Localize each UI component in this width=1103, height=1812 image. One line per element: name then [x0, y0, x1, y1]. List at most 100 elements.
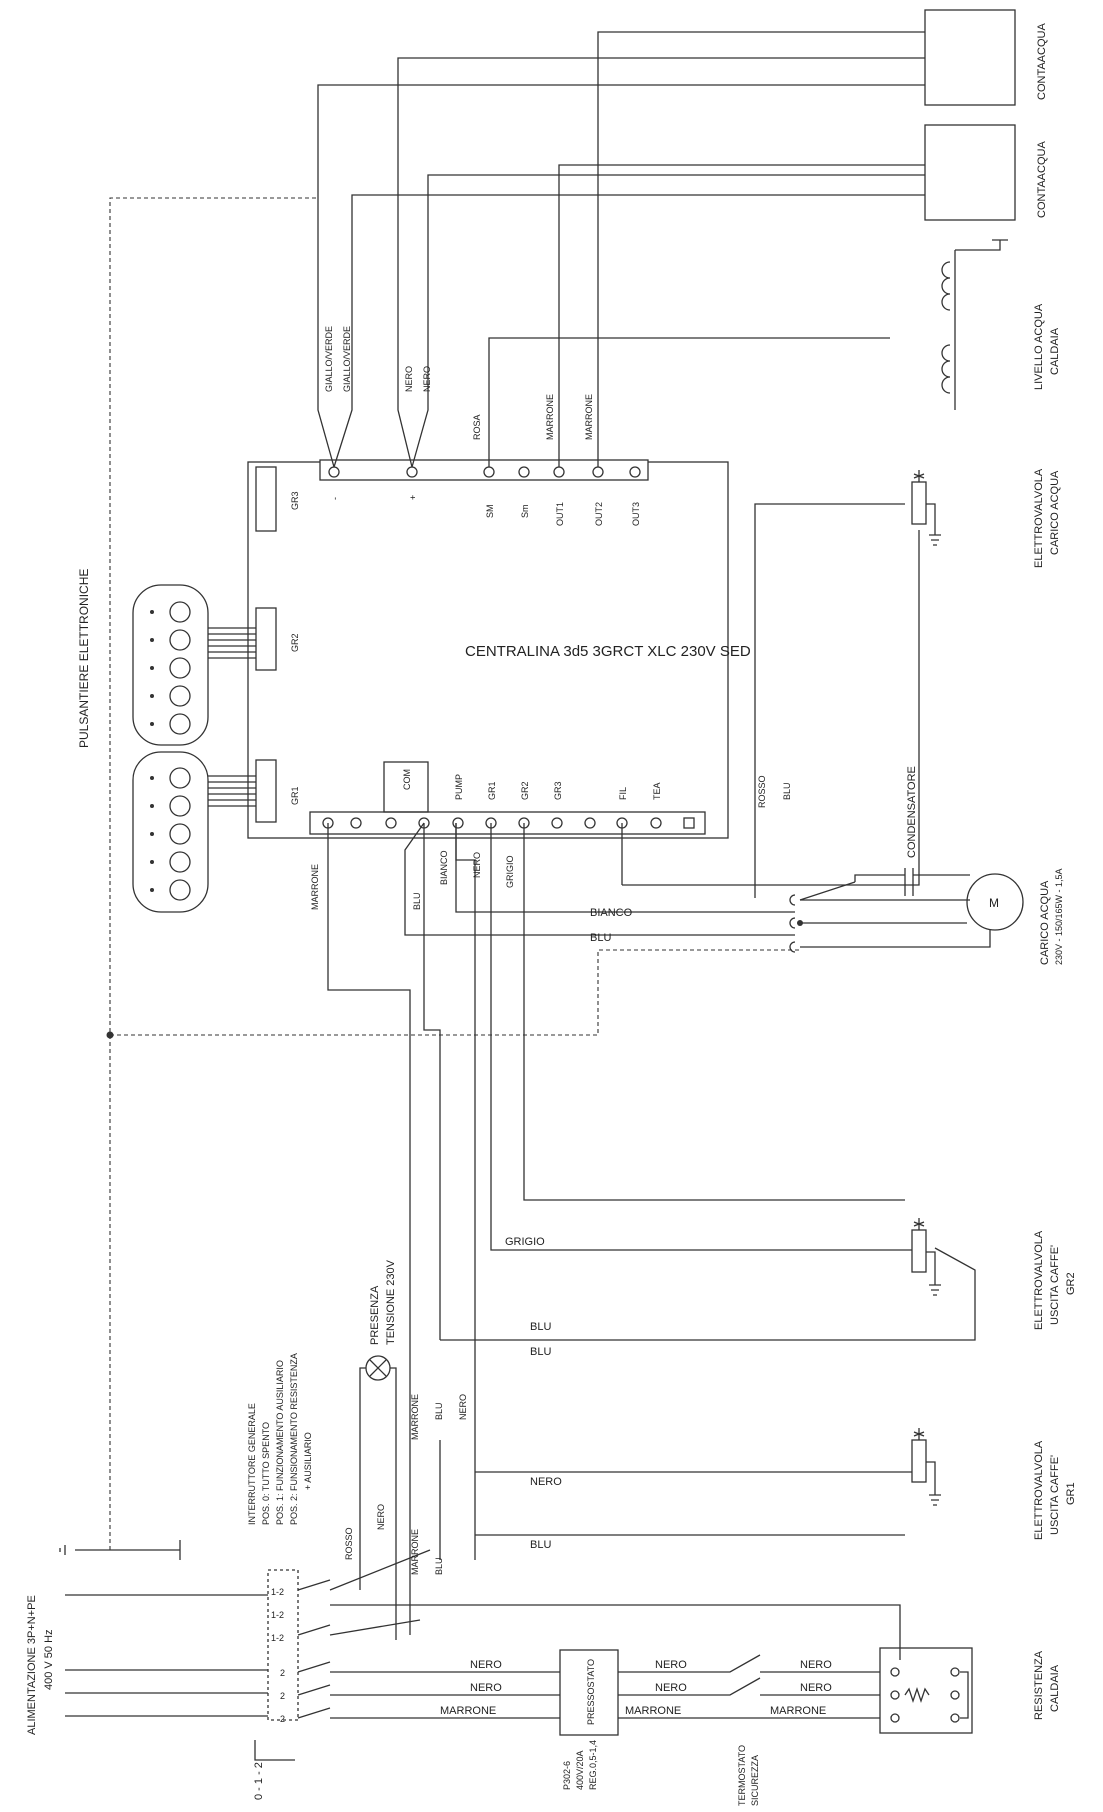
top-terminal-label: OUT1	[555, 502, 565, 526]
wire-label: MARRONE	[770, 1705, 826, 1717]
gr2-valve-label: GR2	[1065, 1272, 1077, 1295]
bottom-terminal-label: GR1	[487, 781, 497, 800]
capacitor-label: CONDENSATORE	[906, 766, 918, 858]
water-level-label: CALDAIA	[1049, 327, 1061, 375]
wire-label: BLU	[530, 1346, 551, 1358]
wire-label: NERO	[800, 1659, 832, 1671]
wire-label: NERO	[530, 1476, 562, 1488]
bottom-wires	[327, 823, 918, 1440]
switch-pos-label: 1-2	[271, 1610, 284, 1620]
wire-label: MARRONE	[625, 1705, 681, 1717]
heater-label: RESISTENZA	[1033, 1650, 1045, 1720]
supply-label: ALIMENTAZIONE 3P+N+PE	[26, 1595, 38, 1735]
wire-label: GIALLO/VERDE	[342, 326, 352, 392]
connector-label: GR2	[290, 633, 300, 652]
gr1-valve-label: GR1	[1065, 1482, 1077, 1505]
wire-label: GIALLO/VERDE	[324, 326, 334, 392]
switch-pos-label: 2	[280, 1714, 285, 1724]
wire-label: BLU	[412, 892, 422, 910]
pump-motor-symbol: M	[989, 896, 999, 910]
pressure-switch-spec: REG.0,5-1,4	[588, 1740, 598, 1790]
supply-lines	[59, 1540, 268, 1717]
wire-label: NERO	[472, 852, 482, 878]
top-terminal-label: +	[408, 495, 418, 500]
water-level-label: LIVELLO ACQUA	[1033, 303, 1045, 390]
bottom-terminal-label: FIL	[618, 787, 628, 800]
lamp-label: TENSIONE 230V	[385, 1259, 397, 1345]
bottom-terminal-label: COM	[402, 769, 412, 790]
gr2-valve-label: ELETTROVALVOLA	[1033, 1230, 1045, 1330]
wire-label: BLU	[590, 932, 611, 944]
power-lamp	[359, 1355, 397, 1400]
wire-label: MARRONE	[310, 864, 320, 910]
top-terminal-label: OUT2	[594, 502, 604, 526]
keypads-label: PULSANTIERE ELETTRONICHE	[77, 569, 91, 748]
com-bridge	[383, 761, 429, 813]
solenoid-fill-valve	[911, 470, 941, 546]
switch-pos-label: 1-2	[271, 1587, 284, 1597]
wire-label: NERO	[422, 366, 432, 392]
switch-desc: INTERRUTTORE GENERALE	[247, 1403, 257, 1525]
fill-valve-label: ELETTROVALVOLA	[1033, 468, 1045, 568]
capacitor	[799, 868, 970, 901]
wire-label: NERO	[404, 366, 414, 392]
heater-circuit	[330, 1604, 973, 1736]
ground-dashed	[109, 197, 800, 1550]
controller-title: CENTRALINA 3d5 3GRCT XLC 230V SED	[465, 643, 751, 660]
thermostat-label: SICUREZZA	[750, 1755, 760, 1806]
wires-top	[317, 31, 925, 468]
controller-board	[247, 461, 729, 839]
bottom-terminal-label: GR3	[553, 781, 563, 800]
switch-pos-label: 2	[280, 1691, 285, 1701]
water-meter-2	[924, 124, 1016, 221]
water-meter-2-label: CONTAACQUA	[1036, 141, 1048, 218]
switch-pos-label: 1-2	[271, 1633, 284, 1643]
switch-desc: + AUSILIARIO	[303, 1432, 313, 1490]
gr1-valve-label: USCITA CAFFE'	[1049, 1455, 1061, 1535]
keypad-gr2	[132, 584, 256, 746]
wire-label: MARRONE	[545, 394, 555, 440]
wire-label: MARRONE	[410, 1394, 420, 1440]
bottom-terminal-label: TEA	[652, 782, 662, 800]
keypad-gr1	[132, 751, 256, 913]
top-terminal-label: -	[330, 497, 340, 500]
top-terminal-label: SM	[485, 505, 495, 519]
switch-positions: 0 - 1 - 2	[253, 1762, 265, 1800]
wire-label: NERO	[800, 1682, 832, 1694]
switch-desc: POS. 1: FUNZIONAMENTO AUSILIARIO	[275, 1360, 285, 1525]
connector-label: GR1	[290, 786, 300, 805]
wire-label: BIANCO	[590, 907, 633, 919]
pressure-switch-label: PRESSOSTATO	[586, 1659, 596, 1725]
wire-label: MARRONE	[440, 1705, 496, 1717]
pump-label: CARICO ACQUA	[1039, 880, 1051, 965]
wire-label: NERO	[458, 1394, 468, 1420]
wire-label: BLU	[530, 1539, 551, 1551]
connector-gr2	[255, 607, 277, 671]
water-meter-1-label: CONTAACQUA	[1036, 23, 1048, 100]
heater-label: CALDAIA	[1049, 1664, 1061, 1712]
pressure-switch	[559, 1649, 619, 1736]
top-terminal-label: Sm	[520, 505, 530, 519]
wire-label: MARRONE	[410, 1529, 420, 1575]
wire-label: ROSSO	[344, 1527, 354, 1560]
wire-label: GRIGIO	[505, 1236, 545, 1248]
gr1-valve-label: ELETTROVALVOLA	[1033, 1440, 1045, 1540]
pressure-switch-spec: 400V/20A	[575, 1750, 585, 1790]
wire-label: GRIGIO	[505, 855, 515, 888]
pump-spec: 230V - 150/165W - 1,5A	[1054, 868, 1064, 965]
bottom-terminal-strip	[309, 811, 706, 835]
solenoid-gr1	[475, 1428, 941, 1536]
wire-label: BLU	[530, 1321, 551, 1333]
connector-gr3	[255, 466, 277, 532]
gr2-valve-label: USCITA CAFFE'	[1049, 1245, 1061, 1325]
connector-label: GR3	[290, 491, 300, 510]
pump-motor	[966, 873, 1024, 931]
wire-label: BLU	[782, 782, 792, 800]
switch-pos-label: 2	[280, 1668, 285, 1678]
connector-gr1	[255, 759, 277, 823]
switch-desc: POS. 2: FUNSIONAMENTO RESISTENZA	[289, 1353, 299, 1525]
wire-label: ROSSO	[757, 775, 767, 808]
main-switch	[254, 1569, 331, 1761]
wire-label: BLU	[434, 1402, 444, 1420]
pump-wires	[404, 822, 991, 953]
